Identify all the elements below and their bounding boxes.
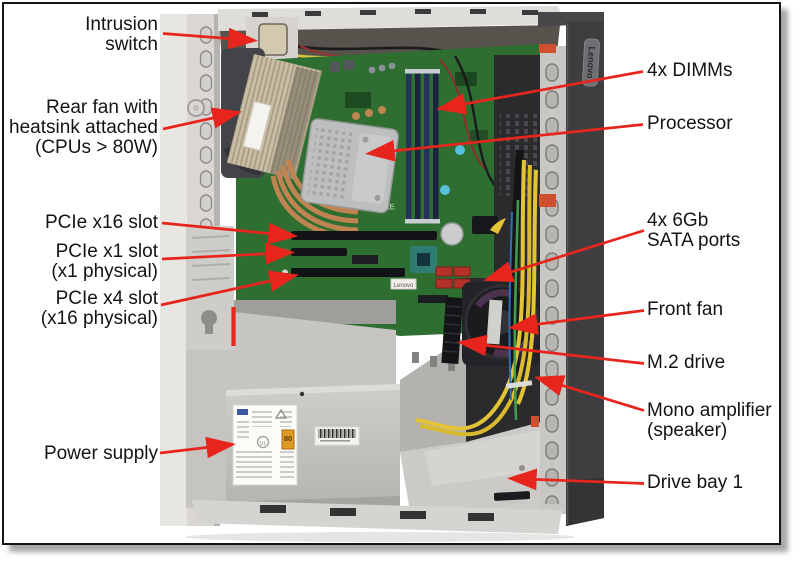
arrow-power-supply [159, 436, 237, 459]
arrow-intrusion-switch [162, 27, 259, 50]
chipset-heatsink [410, 246, 437, 273]
arrow-dimms [436, 70, 644, 115]
ce-mark: CE [384, 202, 396, 212]
front-bezel: Lenovo [538, 12, 604, 526]
psu-80plus-badge: 80 [281, 429, 295, 450]
arrow-sata-ports [483, 229, 645, 283]
label-front-fan: Front fan [647, 299, 724, 320]
arrow-processor [364, 123, 644, 162]
pcie-x1-slot [291, 248, 347, 256]
psu-barcode-sticker [314, 426, 360, 446]
front-cables [415, 149, 538, 437]
tower-case: CE [160, 6, 604, 542]
cpu-cooler [300, 118, 399, 214]
chassis-plate [234, 312, 396, 400]
label-drive-bay: Drive bay 1 [647, 472, 744, 493]
pcie-x16-slot [291, 231, 437, 240]
arrow-pcie-x1 [161, 243, 296, 265]
rear-heatsink [226, 53, 322, 180]
arrow-mono-amplifier [534, 375, 645, 412]
ul-mark: UL [259, 441, 266, 447]
fan-label [486, 299, 503, 345]
label-intrusion-switch: Intrusion switch [85, 14, 158, 55]
svg-text:80: 80 [284, 434, 292, 443]
label-sata-ports: 4x 6Gb SATA ports [647, 210, 741, 251]
arrow-drive-bay [506, 468, 645, 491]
bottom-panel [185, 500, 575, 542]
rail-clip-bottom [531, 416, 539, 427]
motherboard-brand-label: Lenovo [390, 278, 417, 290]
svg-text:Lenovo: Lenovo [394, 283, 414, 289]
label-processor: Processor [647, 113, 733, 134]
label-mono-amplifier: Mono amplifier (speaker) [647, 400, 772, 441]
svg-text:Lenovo: Lenovo [585, 46, 597, 79]
rail-clip-middle [539, 194, 556, 207]
cable-tie [505, 380, 533, 389]
top-panel [218, 6, 566, 31]
pcie-x4-slot [291, 268, 405, 277]
label-pcie-x16: PCIe x16 slot [45, 212, 158, 233]
arrow-m2-drive [456, 334, 645, 365]
m2-connector [418, 295, 448, 303]
arrow-front-fan [507, 309, 645, 335]
annotation-arrows [159, 27, 645, 491]
pcie-slots [282, 231, 437, 277]
label-dimms: 4x DIMMs [647, 60, 733, 81]
heatsink-label [242, 100, 272, 151]
arrow-rear-fan [162, 107, 242, 131]
arrow-pcie-x16 [161, 221, 299, 245]
rail-clip-top [539, 44, 556, 53]
cmos-battery [440, 222, 464, 246]
power-supply: UL 80 [226, 384, 400, 514]
lenovo-badge: Lenovo [582, 38, 600, 87]
label-m2-drive: M.2 drive [647, 352, 726, 373]
label-pcie-x4: PCIe x4 slot (x16 physical) [40, 288, 158, 329]
label-power-supply: Power supply [43, 443, 158, 464]
arrow-pcie-x4 [160, 270, 299, 307]
label-rear-fan: Rear fan with heatsink attached (CPUs > … [9, 97, 158, 158]
label-pcie-x1: PCIe x1 slot (x1 physical) [51, 241, 158, 282]
